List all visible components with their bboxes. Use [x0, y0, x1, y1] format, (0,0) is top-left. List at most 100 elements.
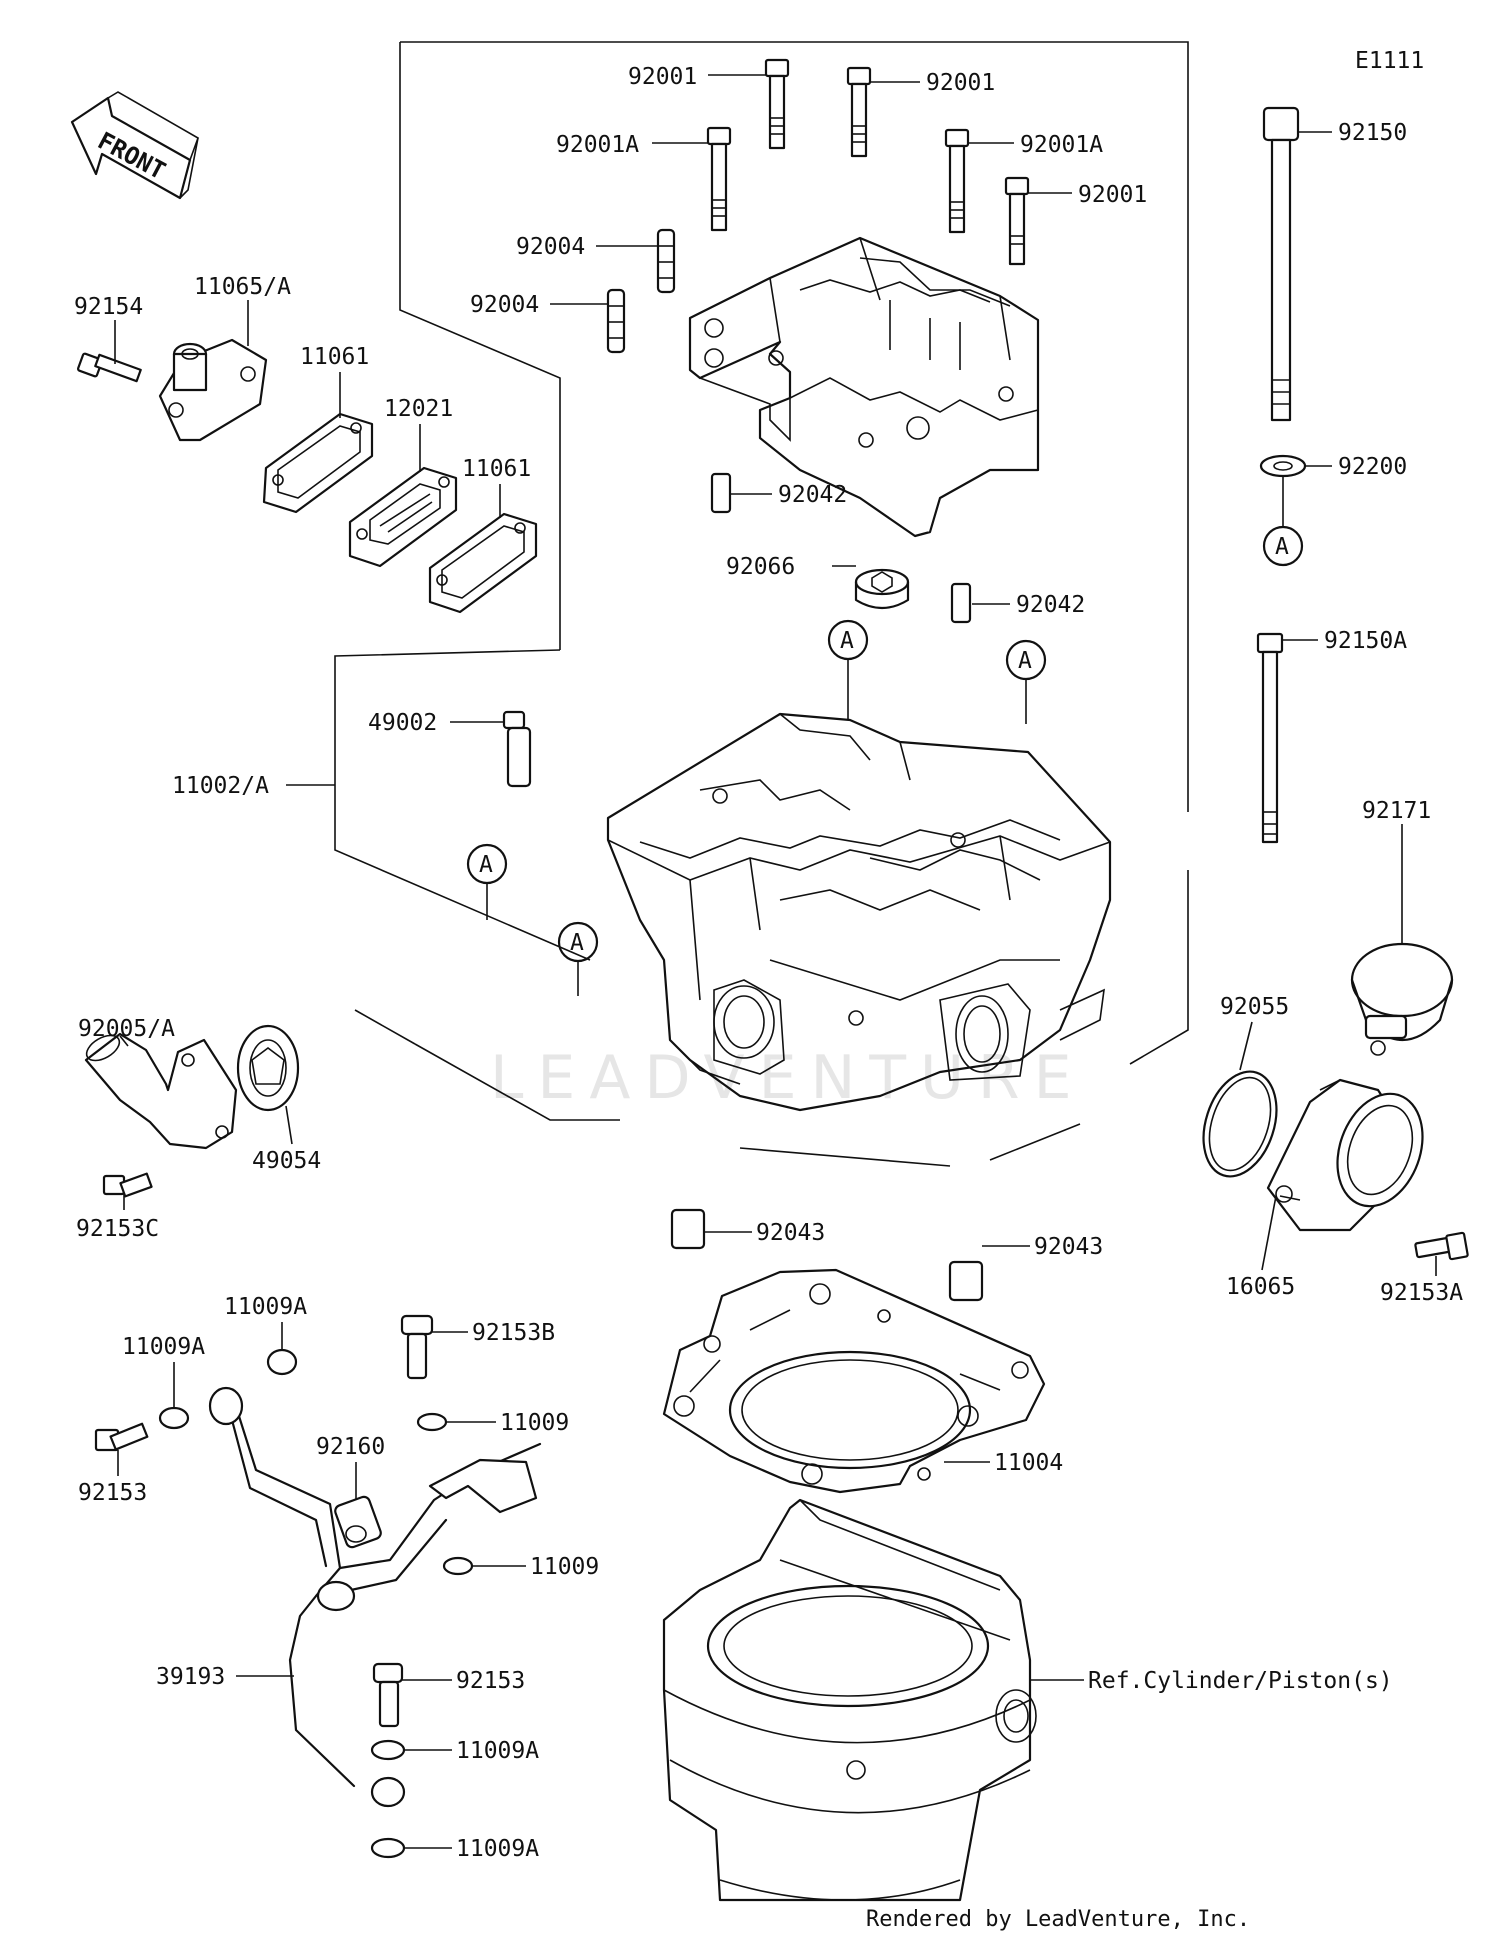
bolt-92153C: [102, 1172, 153, 1198]
assembly-frames: [334, 41, 1189, 1167]
label-92153C: 92153C: [76, 1216, 159, 1242]
label-92153: 92153: [456, 1668, 525, 1694]
clamp-92171: [1350, 942, 1454, 1056]
svg-text:A: A: [1018, 648, 1032, 674]
camshaft-holder: [688, 236, 1040, 538]
cylinder-head-11002: [606, 712, 1112, 1112]
washer-11009-a: [416, 1412, 448, 1432]
label-11009A: 11009A: [122, 1334, 205, 1360]
label-92043: 92043: [1034, 1234, 1103, 1260]
svg-text:A: A: [840, 628, 854, 654]
dowel-92042-right: [950, 582, 972, 624]
label-49054: 49054: [252, 1148, 321, 1174]
label-39193: 39193: [156, 1664, 225, 1690]
label-11009A: 11009A: [456, 1738, 539, 1764]
intake-holder-16065: [1266, 1078, 1424, 1232]
label-92055: 92055: [1220, 994, 1289, 1020]
dowel-92043-left: [670, 1208, 706, 1250]
svg-text:A: A: [479, 852, 493, 878]
label-92043: 92043: [756, 1220, 825, 1246]
bolt-92001A-right: [944, 128, 970, 234]
label-92066: 92066: [726, 554, 795, 580]
footer-credit: Rendered by LeadVenture, Inc.: [866, 1907, 1250, 1932]
thermostat-cover-11065: [158, 338, 268, 442]
label-92160: 92160: [316, 1434, 385, 1460]
bolt-92001A-left: [706, 126, 732, 232]
label-11004: 11004: [994, 1450, 1063, 1476]
banjo-bolt-92153B: [400, 1314, 434, 1380]
label-92004: 92004: [516, 234, 585, 260]
bolt-92001-far-right: [1004, 176, 1030, 266]
bolt-92150: [1262, 106, 1300, 422]
oil-pipe-39193: [208, 1386, 542, 1808]
cylinder-reference: [662, 1498, 1037, 1902]
bolt-92154: [76, 352, 142, 383]
washer-11009A-c: [370, 1739, 406, 1761]
label-11009: 11009: [530, 1554, 599, 1580]
label-16065: 16065: [1226, 1274, 1295, 1300]
label-92150: 92150: [1338, 120, 1407, 146]
svg-text:A: A: [570, 930, 584, 956]
front-arrow-icon: FRONT: [70, 91, 199, 200]
reed-valve-12021: [348, 466, 458, 568]
label-11061: 11061: [300, 344, 369, 370]
label-92153A: 92153A: [1380, 1280, 1463, 1306]
washer-11009A-a: [158, 1406, 190, 1430]
dowel-92043-right: [948, 1260, 984, 1302]
svg-text:A: A: [1275, 534, 1289, 560]
plug-92066: [854, 568, 910, 610]
label-92042: 92042: [1016, 592, 1085, 618]
washer-11009A-d: [370, 1837, 406, 1859]
diagram-code: E1111: [1355, 48, 1424, 74]
collar-92160: [334, 1495, 382, 1549]
label-92171: 92171: [1362, 798, 1431, 824]
label-92154: 92154: [74, 294, 143, 320]
label-92001: 92001: [1078, 182, 1147, 208]
label-11009A: 11009A: [224, 1294, 307, 1320]
reference-marker-a-2: A: [827, 619, 869, 720]
bolt-92150A: [1256, 632, 1284, 844]
o-ring-92055: [1202, 1070, 1278, 1178]
label-92005A: 92005/A: [78, 1016, 175, 1042]
washer-11009-b: [442, 1556, 474, 1576]
washer-11009A-b: [266, 1348, 298, 1376]
label-92042: 92042: [778, 482, 847, 508]
leader-lines: [114, 74, 1437, 1849]
label-92001A: 92001A: [556, 132, 639, 158]
bolt-92001-left: [764, 58, 790, 150]
washer-92200: [1259, 454, 1307, 478]
label-11061: 11061: [462, 456, 531, 482]
label-ref-cylinder: Ref.Cylinder/Piston(s): [1088, 1668, 1393, 1694]
bolt-92001-right: [846, 66, 872, 158]
valve-guide-49002: [502, 710, 532, 788]
reference-marker-a-1: A: [1262, 476, 1304, 567]
label-92001: 92001: [628, 64, 697, 90]
label-92150A: 92150A: [1324, 628, 1407, 654]
label-92001: 92001: [926, 70, 995, 96]
label-49002: 49002: [368, 710, 437, 736]
stud-92004-b: [606, 288, 626, 354]
reference-marker-a-5: A: [557, 921, 599, 996]
banjo-bolt-92153: [372, 1662, 404, 1728]
thermostat-49054: [236, 1024, 300, 1112]
label-92001A: 92001A: [1020, 132, 1103, 158]
bolt-92153: [94, 1422, 149, 1452]
label-92004: 92004: [470, 292, 539, 318]
label-92153B: 92153B: [472, 1320, 555, 1346]
label-11009: 11009: [500, 1410, 569, 1436]
gasket-11061-b: [428, 512, 538, 614]
water-pipe-92005: [84, 1032, 238, 1150]
reference-marker-a-3: A: [1005, 639, 1047, 724]
dowel-92042-left: [710, 472, 732, 514]
label-11065A: 11065/A: [194, 274, 291, 300]
gasket-11061-a: [262, 412, 374, 514]
label-11002A: 11002/A: [172, 773, 269, 799]
bolt-92153A: [1414, 1231, 1469, 1261]
head-gasket-11004: [662, 1268, 1046, 1494]
label-11009A: 11009A: [456, 1836, 539, 1862]
label-12021: 12021: [384, 396, 453, 422]
label-92153: 92153: [78, 1480, 147, 1506]
reference-marker-a-4: A: [466, 843, 508, 920]
stud-92004-a: [656, 228, 676, 294]
